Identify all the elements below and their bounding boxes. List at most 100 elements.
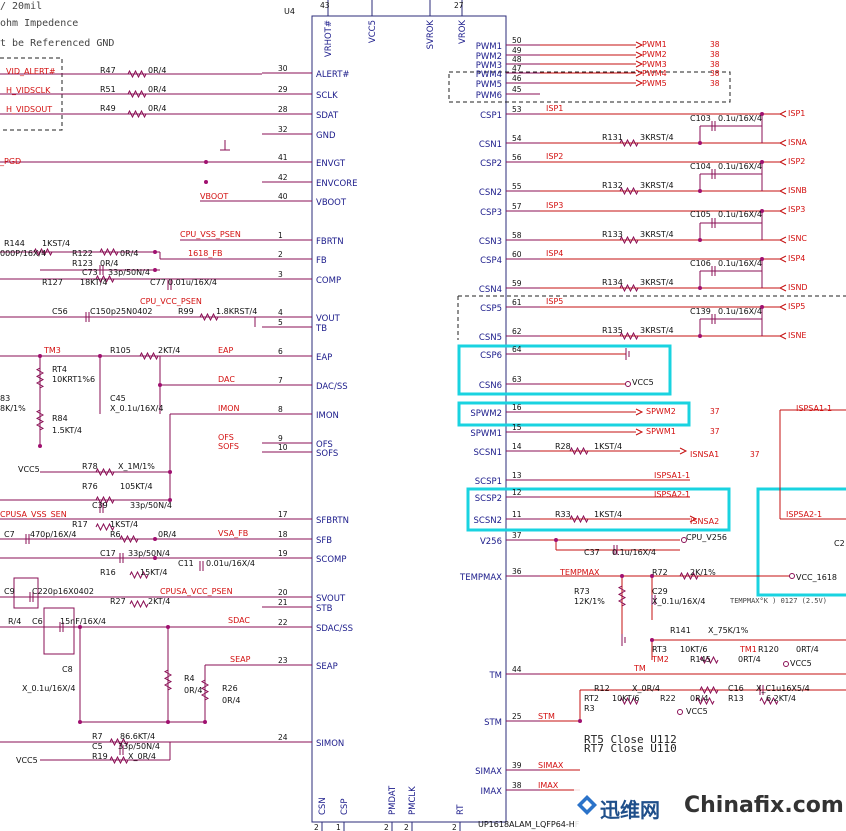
- arrow-icon: [635, 60, 644, 68]
- pin-number: 20: [278, 588, 288, 597]
- power-connector-icon: [789, 573, 795, 579]
- pin-name: SCSN1: [474, 448, 503, 458]
- part-value: 18KT/4: [80, 278, 107, 287]
- pin-number: 2: [384, 823, 389, 831]
- part-value: 15nF/16X/4: [60, 617, 106, 626]
- left-wiring: [0, 69, 262, 765]
- pin-number: 62: [512, 327, 522, 336]
- pin-number: 45: [512, 85, 522, 94]
- power-label: VCC5: [686, 707, 708, 716]
- pin-name: SCSP2: [475, 494, 502, 504]
- part-value: X_C1u16X5/4: [756, 684, 810, 693]
- net-label: VID_ALERT#: [6, 67, 56, 76]
- header-note: ohm Impedence: [0, 18, 78, 29]
- pin-name: SCSP1: [475, 477, 502, 487]
- resistor-symbol: [95, 522, 115, 532]
- pin-name: SFBRTN: [316, 516, 349, 526]
- part-ref: R47: [100, 66, 116, 75]
- net-label: EAP: [218, 346, 234, 355]
- power-connector-icon: [783, 661, 789, 667]
- net-label: CPU_V256: [686, 533, 727, 542]
- part-value: 0.1u/16X/4: [718, 114, 762, 123]
- part-ref: R4: [184, 674, 195, 683]
- part-value: 0R/4: [148, 104, 166, 113]
- net-label: CPUSA_VCC_PSEN: [160, 587, 233, 596]
- part-ref: R12: [594, 684, 610, 693]
- part-value: 3KRST/4: [640, 326, 674, 335]
- part-ref: R27: [110, 597, 126, 606]
- pin-name: CSP1: [480, 111, 502, 121]
- part-value: 0R/4: [184, 686, 202, 695]
- part-ref: R19: [92, 752, 108, 761]
- component-outline: [13, 577, 39, 609]
- pin-number: 48: [512, 55, 522, 64]
- part-value: 0R/4: [120, 249, 138, 258]
- net-label: OFS: [218, 433, 234, 442]
- part-ref: R51: [100, 85, 116, 94]
- pin-number: 46: [512, 74, 522, 83]
- pin-name: COMP: [316, 276, 341, 286]
- net-label: 1618_FB: [188, 249, 222, 258]
- pin-name: VROK: [458, 20, 468, 44]
- part-ref: R73: [574, 587, 590, 596]
- pin-number: 42: [278, 173, 288, 182]
- junction-dot: [166, 720, 170, 724]
- pin-name: CSN2: [479, 188, 502, 198]
- part-value: 2KT/4: [158, 346, 180, 355]
- resistor-symbol: [569, 514, 589, 524]
- part-value: X_0R/4: [128, 752, 156, 761]
- pin-number: 30: [278, 64, 288, 73]
- pin-name: FB: [316, 256, 327, 266]
- pin-name: VRHOT#: [324, 20, 334, 57]
- pin-name: CSP: [340, 799, 350, 815]
- pin-name: PWM4: [476, 70, 502, 80]
- junction-dot: [698, 286, 702, 290]
- part-ref: R105: [110, 346, 131, 355]
- pin-name: ENVGT: [316, 159, 346, 169]
- part-value: 1.8KRST/4: [216, 307, 257, 316]
- part-ref: C77: [150, 278, 166, 287]
- resistor-symbol: [35, 367, 45, 389]
- net-label: TEMPMAX: [559, 568, 600, 577]
- pin-number: 27: [454, 1, 464, 10]
- part-value: 1KST/4: [110, 520, 138, 529]
- net-label: ISP4: [788, 254, 805, 263]
- part-ref: R3: [584, 704, 595, 713]
- brand-logo-icon: [577, 795, 597, 815]
- junction-dot: [204, 160, 208, 164]
- part-value: X_75K/1%: [708, 626, 749, 635]
- part-ref: C2: [834, 539, 845, 548]
- arrow-icon: [778, 236, 787, 244]
- pin-name: CSN5: [479, 333, 502, 343]
- pin-name: SIMAX: [475, 767, 502, 777]
- pin-name: V256: [480, 537, 502, 547]
- resistor-symbol: [619, 331, 639, 341]
- current-sense-labels: ISP1 ISP1 ISNA ISP2 ISP2 ISNB ISP3 ISP3 …: [546, 104, 808, 340]
- part-ref: C39: [92, 501, 108, 510]
- pin-name: OFS: [316, 440, 333, 450]
- part-value: 10KRT1%6: [52, 375, 95, 384]
- resistor-symbol: [695, 696, 715, 706]
- right-wiring: [540, 41, 846, 791]
- part-ref: R26: [222, 684, 238, 693]
- resistor-symbol: [619, 138, 639, 148]
- pin-name: SPWM2: [470, 409, 502, 419]
- pin-name: SPWM1: [470, 429, 502, 439]
- resistor-symbol: [127, 69, 147, 79]
- part-ref: R28: [555, 442, 571, 451]
- part-ref: C29: [652, 587, 668, 596]
- pin-name: VCC5: [368, 20, 378, 43]
- pin-number: 56: [512, 153, 522, 162]
- part-value: C150p25N0402: [90, 307, 152, 316]
- pin-number: 16: [512, 403, 522, 412]
- arrow-icon: [778, 332, 787, 340]
- power-label: VCC5: [18, 465, 40, 474]
- resistor-symbol: [163, 669, 173, 691]
- pin-name: CSN1: [479, 140, 502, 150]
- highlight-box: [457, 344, 672, 396]
- highlight-box: [756, 487, 846, 597]
- watermark: 迅维网 Chinafix.com: [574, 788, 846, 831]
- arrow-icon: [679, 447, 688, 455]
- pin-name: TM: [488, 671, 502, 681]
